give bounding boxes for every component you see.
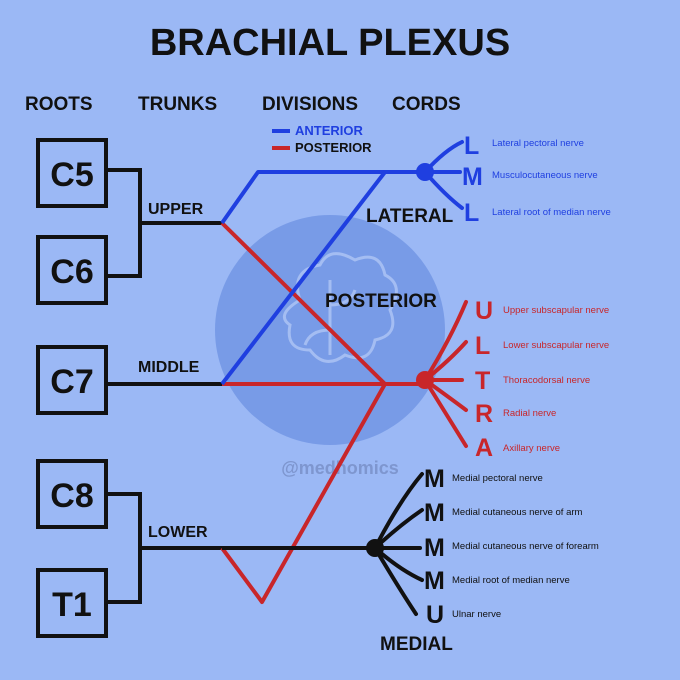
lateral-branch-labels: L Lateral pectoral nerve M Musculocutane… (462, 132, 611, 227)
medial-branch-name: Medial pectoral nerve (452, 473, 543, 484)
root-label-c5: C5 (50, 156, 93, 194)
posterior-branch-name: Thoracodorsal nerve (503, 375, 590, 386)
trunk-label-lower: LOWER (148, 524, 208, 541)
root-label-c6: C6 (50, 253, 93, 291)
page-title: BRACHIAL PLEXUS (150, 22, 510, 64)
medial-branch-letter: M (424, 567, 445, 595)
cord-label-posterior: POSTERIOR (325, 291, 437, 312)
posterior-division-upper (220, 221, 387, 386)
anterior-division-middle (220, 170, 387, 386)
lateral-branch-name: Musculocutaneous nerve (492, 170, 598, 181)
anterior-division-upper (220, 170, 425, 225)
header-roots: ROOTS (25, 94, 93, 115)
header-trunks: TRUNKS (138, 94, 217, 115)
header-divisions: DIVISIONS (262, 94, 358, 115)
posterior-branch-letter: T (475, 367, 490, 395)
posterior-division-lower (220, 383, 387, 604)
posterior-branch-name: Axillary nerve (503, 443, 560, 454)
root-label-c7: C7 (50, 363, 93, 401)
medial-branch-letter: M (424, 465, 445, 493)
posterior-branch-line-1 (423, 300, 468, 382)
root-label-c8: C8 (50, 477, 93, 515)
lateral-branch-letter: L (464, 199, 479, 227)
medial-branch-line-2 (373, 508, 424, 550)
root-box-c5 (36, 138, 108, 208)
medial-branch-letter: M (424, 534, 445, 562)
posterior-branch-letter: A (475, 434, 493, 462)
medial-branch-name: Ulnar nerve (452, 609, 501, 620)
root-box-c6 (36, 235, 108, 305)
posterior-branch-letter: R (475, 400, 493, 428)
header-cords: CORDS (392, 94, 461, 115)
posterior-branch-name: Lower subscapular nerve (503, 340, 609, 351)
posterior-branch-letter: L (475, 332, 490, 360)
posterior-cord-node (416, 371, 434, 389)
root-box-c7 (36, 345, 108, 415)
medial-branch-line-5 (373, 546, 418, 616)
legend-anterior-label: ANTERIOR (295, 123, 364, 138)
connector-c5-c6 (106, 168, 142, 278)
watermark-text: @medhomics (281, 458, 399, 478)
posterior-divisions (220, 221, 425, 604)
medial-cord-node (366, 539, 384, 557)
lateral-branch-letter: M (462, 163, 483, 191)
lateral-branch-name: Lateral root of median nerve (492, 207, 611, 218)
medial-branch-labels: M Medial pectoral nerve M Medial cutaneo… (424, 465, 599, 629)
lateral-branch-letter: L (464, 132, 479, 160)
medial-branch-letter: M (424, 499, 445, 527)
posterior-branch-letter: U (475, 297, 493, 325)
medial-branch-name: Medial cutaneous nerve of arm (452, 507, 583, 518)
trunk-label-upper: UPPER (148, 201, 204, 218)
legend-posterior-label: POSTERIOR (295, 140, 372, 155)
posterior-branch-line-5 (423, 378, 468, 448)
root-label-t1: T1 (52, 586, 92, 624)
medial-branch-name: Medial cutaneous nerve of forearm (452, 541, 599, 552)
brain-icon (282, 252, 398, 363)
legend: ANTERIOR POSTERIOR (272, 123, 372, 155)
lateral-cord-node (416, 163, 434, 181)
connector-c8-t1 (106, 492, 142, 604)
medial-branch-name: Medial root of median nerve (452, 575, 570, 586)
cord-label-lateral: LATERAL (366, 206, 454, 227)
medial-branch-line-1 (373, 472, 424, 550)
anterior-divisions (220, 170, 425, 386)
posterior-branch-name: Radial nerve (503, 408, 556, 419)
medial-branch-letter: U (426, 601, 444, 629)
posterior-branch-labels: U Upper subscapular nerve L Lower subsca… (475, 297, 609, 462)
lateral-branch-name: Lateral pectoral nerve (492, 138, 584, 149)
trunk-label-middle: MIDDLE (138, 359, 200, 376)
cord-label-medial: MEDIAL (380, 634, 453, 655)
root-connectors (106, 168, 222, 604)
posterior-branch-name: Upper subscapular nerve (503, 305, 609, 316)
